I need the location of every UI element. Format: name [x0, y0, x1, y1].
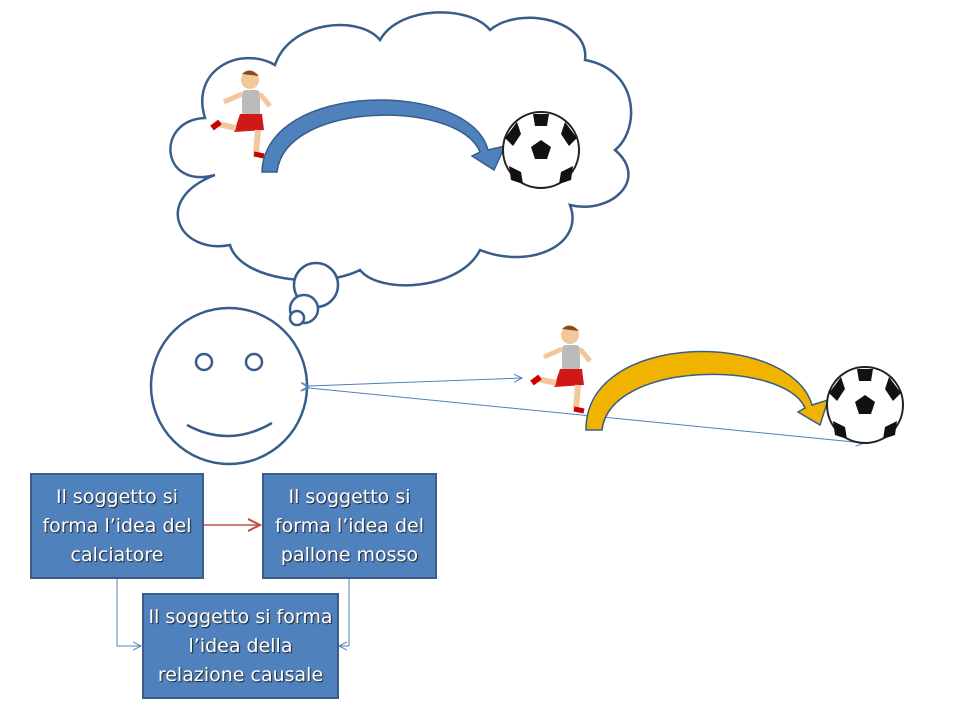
smiley-face-icon — [149, 306, 309, 466]
imagined-ball-icon — [502, 111, 580, 189]
box-idea-relazione: Il soggetto si forma l’idea della relazi… — [142, 593, 339, 699]
box-idea-pallone: Il soggetto si forma l’idea del pallone … — [262, 473, 437, 579]
imagined-kick-arrow — [261, 99, 507, 173]
real-kick-arrow — [585, 350, 830, 431]
connector-right — [339, 578, 350, 646]
thought-bubble-small — [288, 309, 306, 327]
connector-left — [116, 578, 141, 646]
box-idea-calciatore: Il soggetto si forma l’idea del calciato… — [30, 473, 204, 579]
real-ball-icon — [826, 366, 904, 444]
perception-line-player — [309, 378, 522, 386]
real-player-icon — [532, 325, 590, 411]
perception-line-ball — [309, 388, 864, 443]
